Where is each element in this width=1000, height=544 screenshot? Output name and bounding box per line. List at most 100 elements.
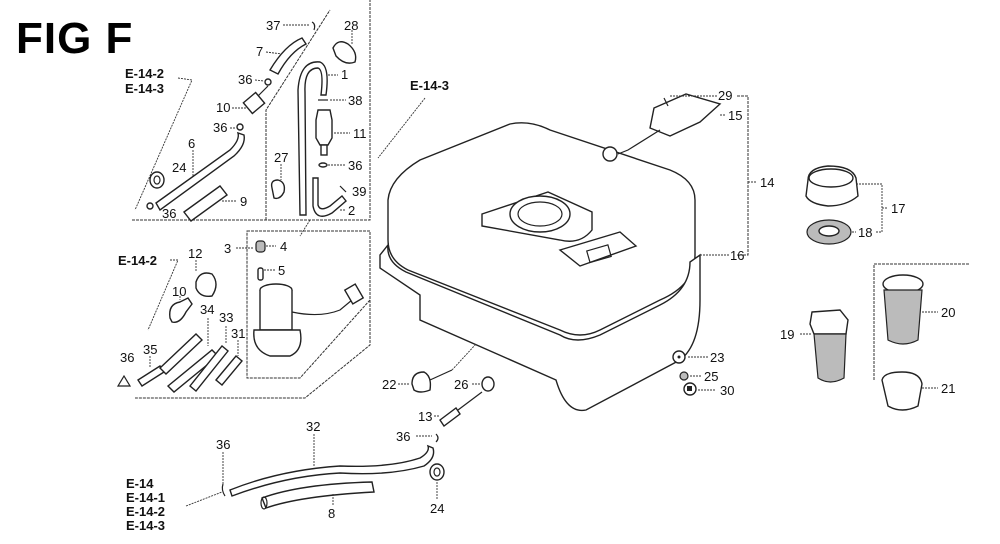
- part-10-fuel-cock-lower: 10: [169, 284, 193, 323]
- callout-29: 29: [718, 88, 732, 103]
- part-31-hose: 31: [215, 326, 245, 386]
- part-36-clip-bottom: 36: [216, 437, 230, 497]
- part-22-drain-bolt: 22: [382, 343, 477, 393]
- callout-3: 3: [224, 241, 231, 256]
- part-20-filter: 20: [882, 274, 955, 345]
- ref-e-14-3: E-14-3: [125, 81, 164, 96]
- part-38-clip-upper: 38: [318, 93, 362, 108]
- callout-27: 27: [274, 150, 288, 165]
- callout-35: 35: [143, 342, 157, 357]
- part-36-clip-lower: 36: [146, 202, 176, 221]
- callout-37: 37: [266, 18, 280, 33]
- part-1-tube: 1: [297, 61, 348, 216]
- callout-26: 26: [454, 377, 468, 392]
- part-18-cap-gasket: 18: [806, 219, 872, 245]
- part-34-hose: 34: [158, 302, 220, 393]
- callout-10-lower: 10: [172, 284, 186, 299]
- part-35-hose: 35: [137, 342, 165, 387]
- part-fuel-pump-assembly: [253, 283, 365, 357]
- part-13-fuel-joint: 13: [418, 391, 483, 428]
- part-24-grommet-lower: 24: [429, 463, 445, 516]
- part-36-clip-pump: 36: [116, 350, 134, 387]
- callout-36-bottom: 36: [216, 437, 230, 452]
- ref-bottom-e-14: E-14: [126, 476, 154, 491]
- part-15-fuel-gauge: 15: [602, 93, 742, 162]
- part-17-fuel-cap: 17: [805, 165, 905, 233]
- part-36-clip-right: 36: [318, 158, 362, 173]
- part-16-fuel-tank: 16: [379, 122, 744, 412]
- callout-36-joint: 36: [396, 429, 410, 444]
- part-21-filter-cup: 21: [881, 371, 955, 411]
- part-32-hose: 32: [229, 419, 435, 497]
- callout-24-lower: 24: [430, 501, 444, 516]
- part-23-washer: 23: [672, 350, 724, 365]
- reference-top-left: E-14-2 E-14-3: [125, 66, 193, 211]
- callout-19: 19: [780, 327, 794, 342]
- callout-33: 33: [219, 310, 233, 325]
- callout-36-upper: 36: [238, 72, 252, 87]
- part-7-hose: 7: [256, 37, 308, 75]
- part-28-clamp: 28: [332, 18, 358, 64]
- part-33-hose: 33: [189, 310, 233, 392]
- part-26-washer: 26: [454, 376, 495, 392]
- callout-36-right: 36: [348, 158, 362, 173]
- part-3-4-cap: 3 4: [224, 239, 287, 256]
- callout-36-lower: 36: [162, 206, 176, 221]
- callout-24-upper: 24: [172, 160, 186, 175]
- part-9-hose: 9: [183, 185, 247, 222]
- part-6-hose: 6: [155, 131, 245, 212]
- callout-10-upper: 10: [216, 100, 230, 115]
- part-36-clip-mid: 36: [213, 120, 244, 135]
- ref-mid-e-14-2: E-14-2: [118, 253, 157, 268]
- callout-25: 25: [704, 369, 718, 384]
- part-24-grommet-upper: 24: [149, 160, 186, 189]
- callout-17: 17: [891, 201, 905, 216]
- callout-12: 12: [188, 246, 202, 261]
- ref-bottom-e-14-2: E-14-2: [126, 504, 165, 519]
- part-36-clip-upper: 36: [238, 72, 272, 87]
- reference-mid-left: E-14-2: [118, 253, 179, 331]
- callout-8: 8: [328, 506, 335, 521]
- part-11-fuel-filter: 11: [315, 109, 367, 156]
- callout-2: 2: [348, 203, 355, 218]
- callout-7: 7: [256, 44, 263, 59]
- part-2-tube: 2: [312, 177, 355, 218]
- ref-bottom-e-14-1: E-14-1: [126, 490, 165, 505]
- part-12-strainer: 12: [188, 246, 217, 298]
- part-36-clip-joint: 36: [396, 429, 439, 444]
- part-29-screw: 29: [663, 88, 732, 107]
- ref-e-14-2: E-14-2: [125, 66, 164, 81]
- callout-1: 1: [341, 67, 348, 82]
- callout-23: 23: [710, 350, 724, 365]
- filter-box-frame: [873, 263, 970, 380]
- callout-14: 14: [760, 175, 774, 190]
- callout-39: 39: [352, 184, 366, 199]
- part-25-nut: 25: [679, 369, 718, 384]
- ref-tank-e-14-3: E-14-3: [410, 78, 449, 93]
- callout-36-pump: 36: [120, 350, 134, 365]
- callout-15: 15: [728, 108, 742, 123]
- figure-title: FIG F: [16, 14, 134, 63]
- part-39-clip: 39: [339, 184, 366, 199]
- callout-6: 6: [188, 136, 195, 151]
- part-37-clip: 37: [266, 18, 316, 33]
- part-10-fuel-cock: 10: [216, 85, 269, 115]
- callout-22: 22: [382, 377, 396, 392]
- callout-11: 11: [353, 126, 367, 141]
- reference-bottom-left: E-14 E-14-1 E-14-2 E-14-3: [126, 476, 223, 533]
- callout-18: 18: [858, 225, 872, 240]
- callout-9: 9: [240, 194, 247, 209]
- part-19-strainer: 19: [780, 309, 849, 383]
- callout-21: 21: [941, 381, 955, 396]
- callout-32: 32: [306, 419, 320, 434]
- callout-4: 4: [280, 239, 287, 254]
- callout-20: 20: [941, 305, 955, 320]
- part-5-pin: 5: [257, 263, 285, 281]
- callout-30: 30: [720, 383, 734, 398]
- callout-5: 5: [278, 263, 285, 278]
- callout-38-upper: 38: [348, 93, 362, 108]
- part-27-clamp: 27: [270, 150, 288, 200]
- part-30-bolt: 30: [683, 382, 734, 398]
- part-8-hose: 8: [260, 481, 375, 521]
